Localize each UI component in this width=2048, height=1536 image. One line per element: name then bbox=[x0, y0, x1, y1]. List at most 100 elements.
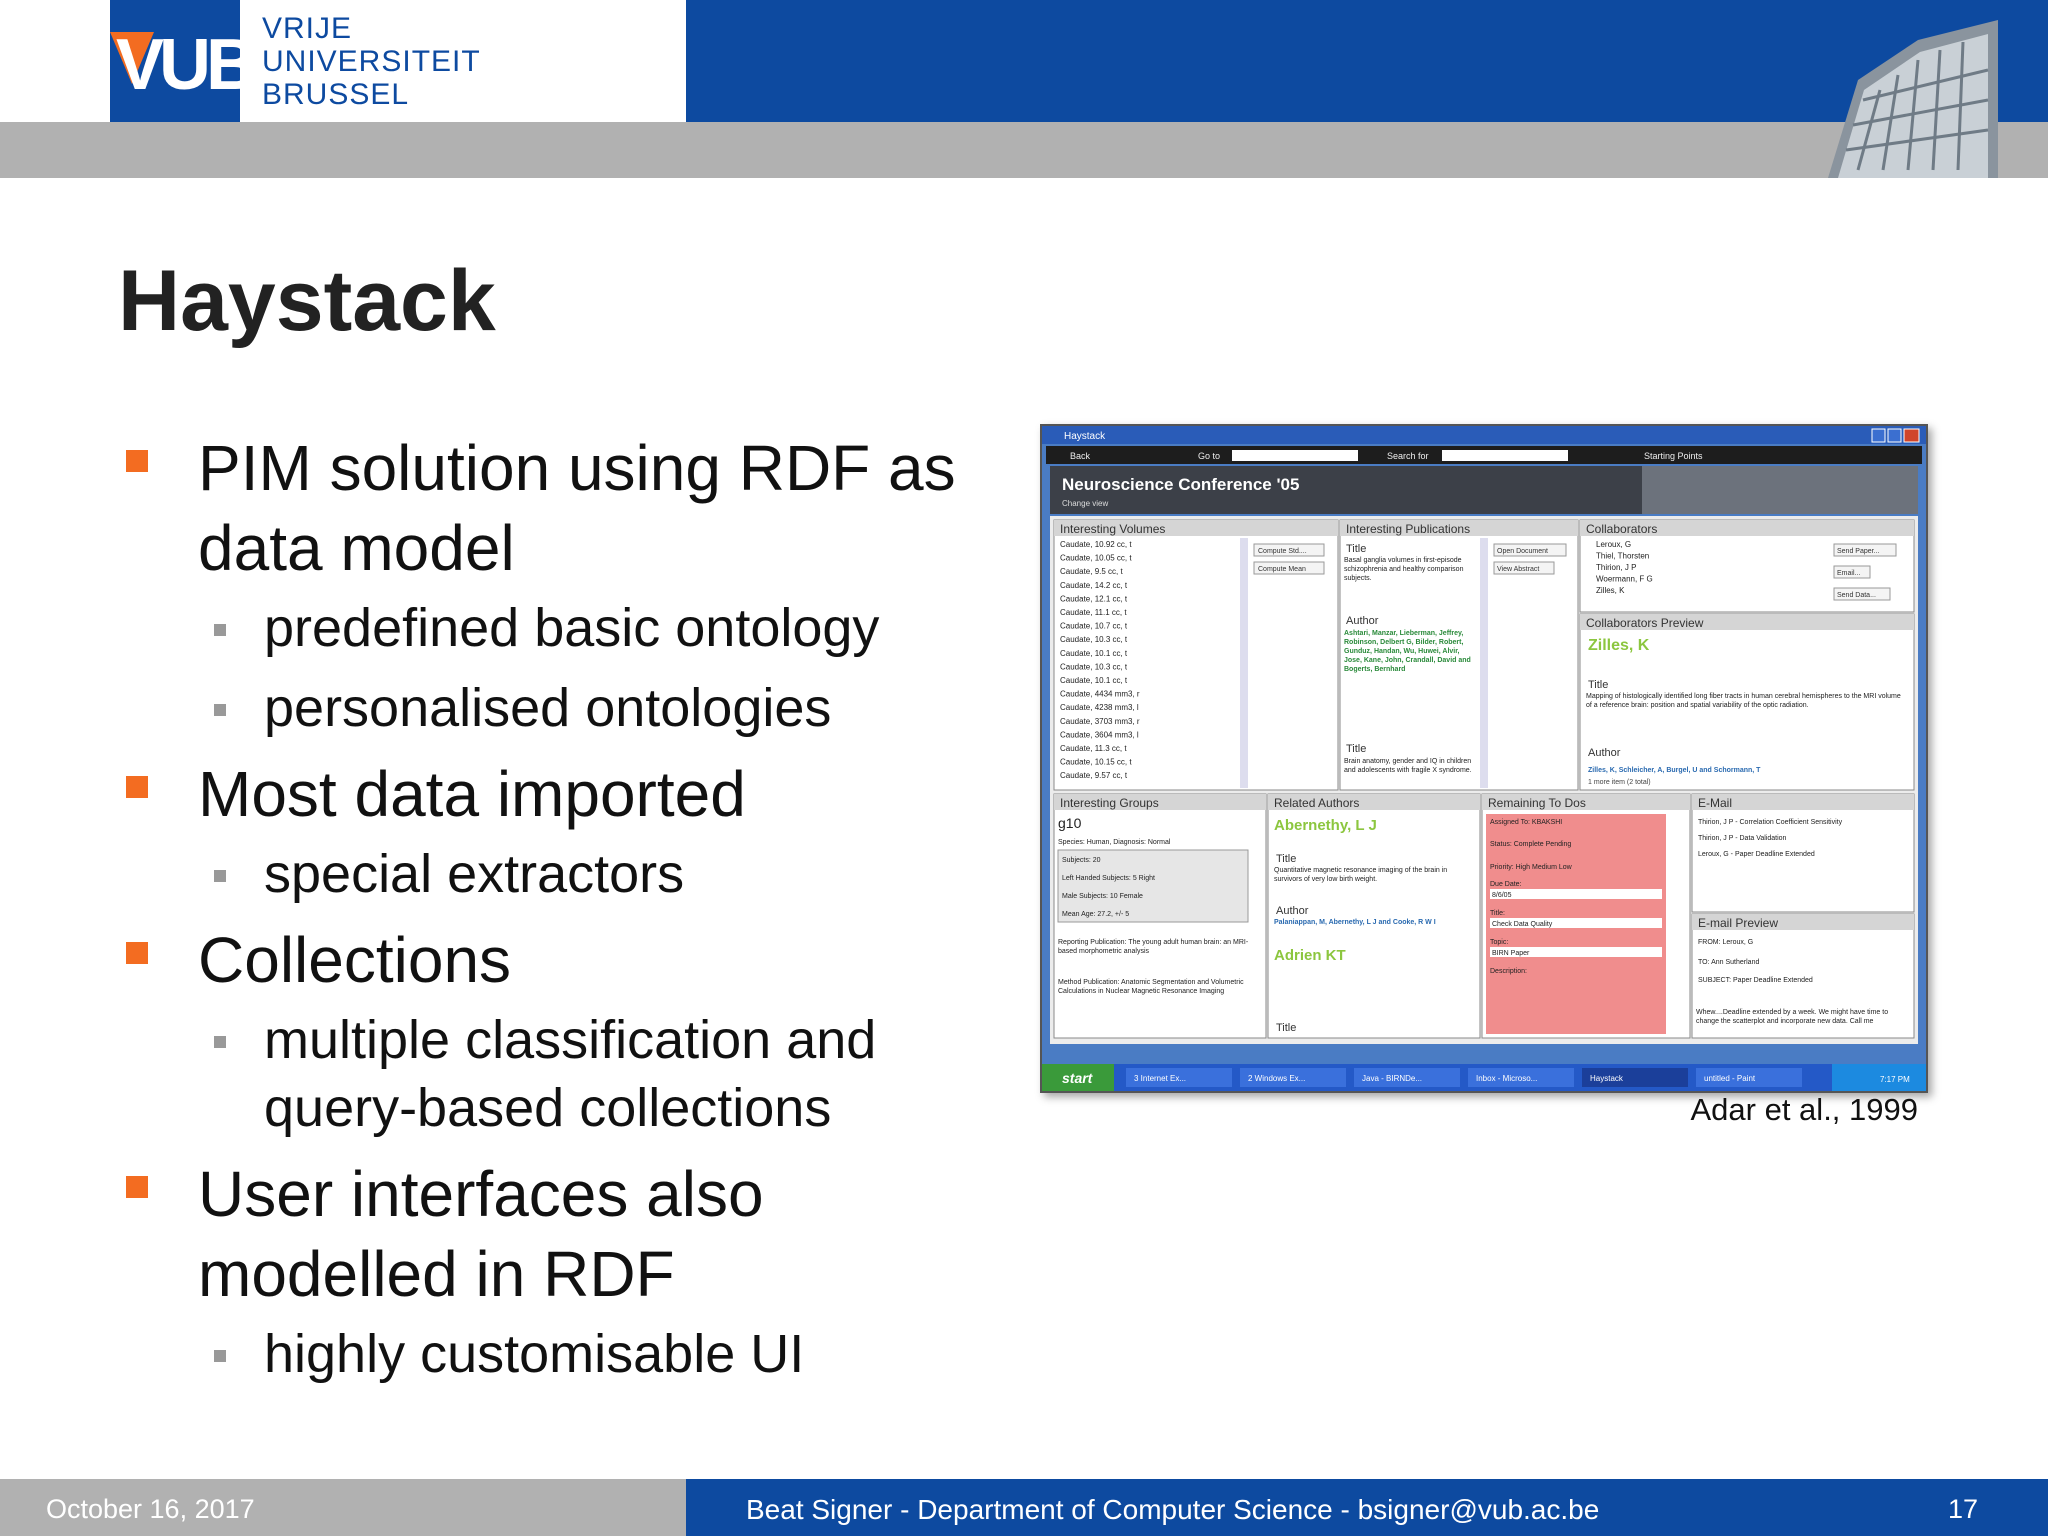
sub-bullet-item: special extractors bbox=[124, 840, 1024, 908]
group-male: Male Subjects: 10 Female bbox=[1062, 893, 1143, 900]
maximize-button[interactable] bbox=[1887, 428, 1902, 443]
preview-authors: Zilles, K, Schleicher, A, Burgel, U and … bbox=[1588, 767, 1761, 774]
compute-mean-button[interactable] bbox=[1253, 561, 1325, 575]
pub-authors-text: Ashtari, Manzar, Lieberman, Jeffrey, Rob… bbox=[1344, 630, 1471, 673]
page-number: 17 bbox=[1947, 1494, 1978, 1524]
compute-std-button[interactable] bbox=[1253, 543, 1325, 557]
related-author-label: Author bbox=[1276, 905, 1309, 917]
open-document-button[interactable] bbox=[1493, 543, 1567, 557]
related-title-label: Title bbox=[1276, 853, 1296, 865]
taskbar-item[interactable] bbox=[1582, 1068, 1688, 1087]
volume-item[interactable]: Caudate, 11.1 cc, t bbox=[1060, 608, 1127, 617]
taskbar-item[interactable] bbox=[1696, 1068, 1802, 1087]
back-button[interactable]: Back bbox=[1070, 451, 1091, 461]
email-button[interactable] bbox=[1833, 565, 1871, 579]
view-abstract-label: View Abstract bbox=[1497, 566, 1539, 573]
view-abstract-button[interactable] bbox=[1493, 561, 1555, 575]
preview-title-text: Mapping of histologically identified lon… bbox=[1586, 693, 1901, 709]
volume-item[interactable]: Caudate, 10.15 cc, t bbox=[1060, 758, 1132, 767]
footer-date: October 16, 2017 bbox=[46, 1494, 255, 1524]
collaborator-item[interactable]: Thirion, J P bbox=[1596, 563, 1636, 572]
volume-item[interactable]: Caudate, 10.05 cc, t bbox=[1060, 554, 1132, 563]
email-subject: SUBJECT: Paper Deadline Extended bbox=[1698, 977, 1813, 984]
collaborator-item[interactable]: Thiel, Thorsten bbox=[1596, 552, 1649, 561]
group-name: g10 bbox=[1058, 815, 1082, 831]
compute-std-label: Compute Std.... bbox=[1258, 548, 1307, 555]
collaborator-item[interactable]: Zilles, K bbox=[1596, 586, 1625, 595]
todo-description-label: Description: bbox=[1490, 968, 1527, 975]
todo-topic-label: Topic: bbox=[1490, 939, 1508, 946]
todo-title: Check Data Quality bbox=[1492, 921, 1553, 928]
taskbar-item-label: Java - BIRNDe... bbox=[1362, 1074, 1422, 1083]
taskbar-item[interactable] bbox=[1240, 1068, 1346, 1087]
slide-title: Haystack bbox=[118, 253, 496, 349]
related-title-text: Quantitative magnetic resonance imaging … bbox=[1274, 867, 1448, 883]
todo-topic-field[interactable] bbox=[1490, 947, 1662, 957]
volume-item[interactable]: Caudate, 10.1 cc, t bbox=[1060, 649, 1128, 658]
starting-points-button[interactable]: Starting Points bbox=[1644, 451, 1703, 461]
email-item-1[interactable]: Thirion, J P - Correlation Coefficient S… bbox=[1698, 819, 1843, 826]
todo-assigned: Assigned To: KBAKSHI bbox=[1490, 819, 1562, 826]
header-blue-band bbox=[686, 0, 2048, 122]
start-button[interactable] bbox=[1042, 1064, 1114, 1091]
volume-item[interactable]: Caudate, 14.2 cc, t bbox=[1060, 581, 1128, 590]
todo-status: Status: Complete Pending bbox=[1490, 841, 1571, 848]
todo-due-field[interactable] bbox=[1490, 889, 1662, 899]
volume-item[interactable]: Caudate, 10.92 cc, t bbox=[1060, 540, 1132, 549]
volume-item[interactable]: Caudate, 4238 mm3, l bbox=[1060, 703, 1139, 712]
bullet-item: Collections bbox=[124, 920, 1024, 1000]
volume-item[interactable]: Caudate, 9.57 cc, t bbox=[1060, 771, 1128, 780]
building-image bbox=[1828, 20, 1998, 178]
send-paper-label: Send Paper... bbox=[1837, 548, 1879, 555]
email-preview-panel-title: E-mail Preview bbox=[1698, 916, 1778, 930]
pub-title-text: Basal ganglia volumes in first-episode s… bbox=[1344, 557, 1464, 582]
taskbar-item[interactable] bbox=[1468, 1068, 1574, 1087]
todo-title-label: Title: bbox=[1490, 910, 1505, 917]
change-view-link[interactable]: Change view bbox=[1062, 499, 1108, 508]
volume-item[interactable]: Caudate, 10.1 cc, t bbox=[1060, 676, 1128, 685]
volume-item[interactable]: Caudate, 10.7 cc, t bbox=[1060, 622, 1128, 631]
collaborators-panel-title: Collaborators bbox=[1586, 522, 1657, 536]
sub-bullet-item: predefined basic ontology bbox=[124, 594, 1024, 662]
send-data-button[interactable] bbox=[1833, 587, 1891, 601]
haystack-screenshot: Haystack Back Go to Search for Starting … bbox=[1040, 424, 1928, 1093]
vub-logo: VUB bbox=[110, 0, 258, 122]
search-label: Search for bbox=[1387, 451, 1429, 461]
group-species: Species: Human, Diagnosis: Normal bbox=[1058, 839, 1171, 846]
related-name-2: Adrien KT bbox=[1274, 947, 1346, 964]
email-item-3[interactable]: Leroux, G - Paper Deadline Extended bbox=[1698, 851, 1815, 858]
collaborator-item[interactable]: Leroux, G bbox=[1596, 540, 1631, 549]
volume-item[interactable]: Caudate, 9.5 cc, t bbox=[1060, 567, 1123, 576]
related-authors-text: Palaniappan, M, Abernethy, L J and Cooke… bbox=[1274, 919, 1436, 926]
email-item-2[interactable]: Thirion, J P - Data Validation bbox=[1698, 835, 1787, 842]
todo-priority: Priority: High Medium Low bbox=[1490, 864, 1573, 871]
send-paper-button[interactable] bbox=[1833, 543, 1897, 557]
todo-title-field[interactable] bbox=[1490, 918, 1662, 928]
collaborator-item[interactable]: Woermann, F G bbox=[1596, 575, 1653, 584]
search-input[interactable] bbox=[1442, 450, 1568, 461]
volume-item[interactable]: Caudate, 12.1 cc, t bbox=[1060, 594, 1128, 603]
publications-panel-title: Interesting Publications bbox=[1346, 522, 1470, 536]
bullet-item: User interfaces also modelled in RDF bbox=[124, 1154, 1024, 1314]
volume-item[interactable]: Caudate, 11.3 cc, t bbox=[1060, 744, 1127, 753]
todo-due: 8/6/05 bbox=[1492, 892, 1512, 899]
minimize-button[interactable] bbox=[1871, 428, 1886, 443]
email-from: FROM: Leroux, G bbox=[1698, 939, 1753, 946]
taskbar-item[interactable] bbox=[1354, 1068, 1460, 1087]
volume-item[interactable]: Caudate, 10.3 cc, t bbox=[1060, 635, 1128, 644]
taskbar-item[interactable] bbox=[1126, 1068, 1232, 1087]
university-name-line-1: VRIJE bbox=[262, 12, 353, 45]
group-subjects: Subjects: 20 bbox=[1062, 857, 1101, 864]
logo-orange-v bbox=[110, 32, 154, 84]
open-document-label: Open Document bbox=[1497, 548, 1548, 555]
volume-item[interactable]: Caudate, 3604 mm3, l bbox=[1060, 730, 1139, 739]
related-name-1: Abernethy, L J bbox=[1274, 817, 1377, 834]
close-button[interactable] bbox=[1903, 428, 1920, 443]
volume-item[interactable]: Caudate, 4434 mm3, r bbox=[1060, 690, 1140, 699]
volume-item[interactable]: Caudate, 10.3 cc, t bbox=[1060, 662, 1128, 671]
sub-bullet-item: highly customisable UI bbox=[124, 1320, 1024, 1388]
goto-input[interactable] bbox=[1232, 450, 1358, 461]
bullet-item: PIM solution using RDF as data model bbox=[124, 428, 1024, 588]
volume-item[interactable]: Caudate, 3703 mm3, r bbox=[1060, 717, 1140, 726]
email-label: Email... bbox=[1837, 570, 1860, 577]
